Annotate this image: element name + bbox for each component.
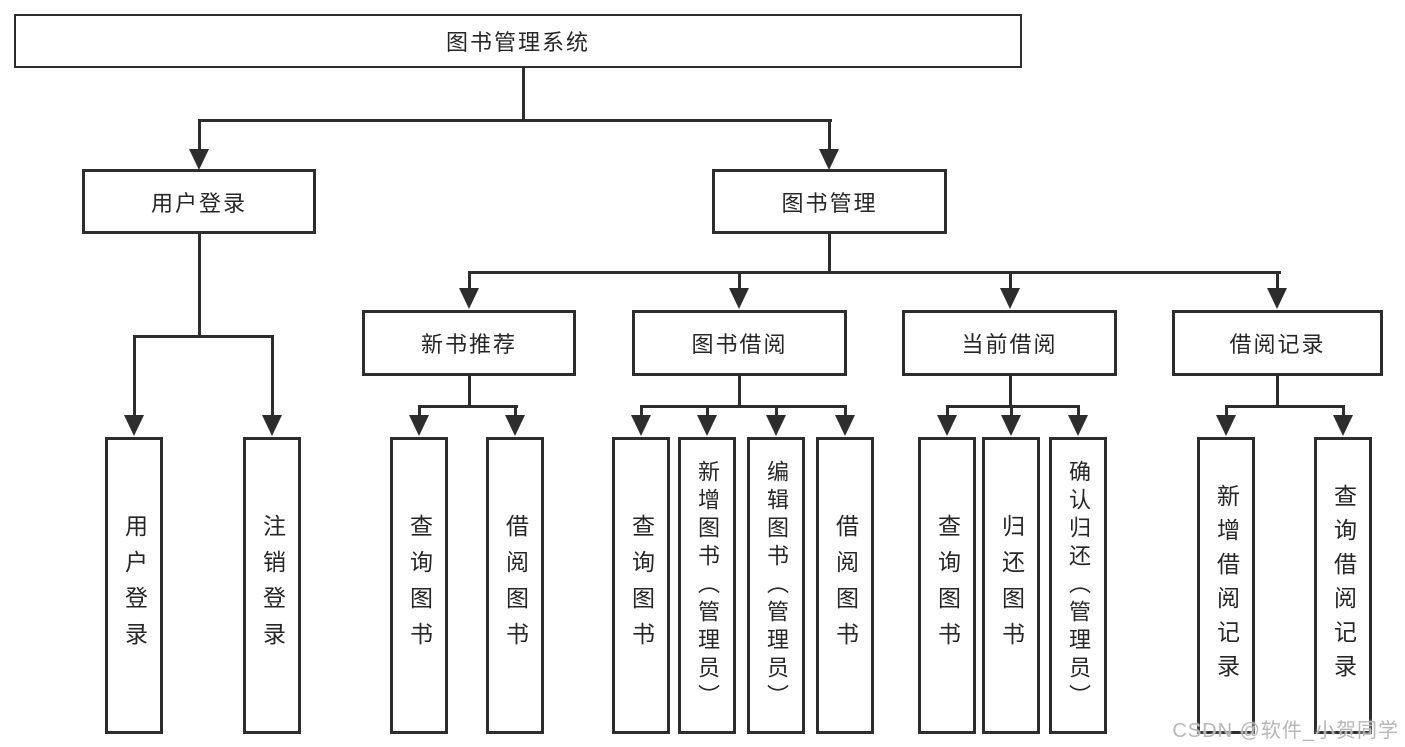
- arrowhead-down-icon: [505, 415, 525, 436]
- node-book-borrow: 图书借阅: [632, 310, 847, 376]
- connector-line: [828, 233, 831, 274]
- connector-line: [844, 405, 847, 418]
- connector-line: [198, 119, 201, 152]
- connector-line: [468, 271, 471, 290]
- connector-line: [775, 405, 778, 418]
- arrowhead-down-icon: [835, 415, 855, 436]
- connector-line: [1225, 405, 1228, 418]
- arrowhead-down-icon: [189, 149, 209, 170]
- node-bb-borrow-book: 借阅图书: [816, 437, 874, 734]
- node-label: 图书借阅: [691, 332, 788, 357]
- node-label: 查询图书: [406, 513, 433, 658]
- connector-line: [1276, 271, 1279, 290]
- node-new-book-recommend: 新书推荐: [362, 310, 576, 376]
- arrowhead-down-icon: [631, 415, 651, 436]
- node-rec-query-book: 查询图书: [390, 437, 448, 734]
- connector-line: [418, 405, 421, 418]
- node-label: 查询借阅记录: [1330, 483, 1357, 688]
- arrowhead-down-icon: [124, 415, 144, 436]
- connector-line: [738, 271, 741, 290]
- csdn-watermark: CSDN @软件_小贺同学: [1172, 720, 1399, 742]
- node-label: 用户登录: [121, 513, 148, 658]
- node-library-system: 图书管理系统: [14, 14, 1022, 68]
- arrowhead-down-icon: [409, 415, 429, 436]
- connector-line: [1077, 405, 1080, 418]
- connector-line: [468, 375, 471, 408]
- connector-line: [828, 119, 831, 152]
- node-bb-edit-book-admin: 编辑图书（管理员）: [747, 437, 805, 734]
- node-label: 借阅记录: [1229, 332, 1326, 357]
- connector-line: [946, 405, 949, 418]
- node-bb-add-book-admin: 新增图书（管理员）: [678, 437, 736, 734]
- arrowhead-down-icon: [1216, 415, 1236, 436]
- connector-line: [418, 405, 518, 408]
- arrowhead-down-icon: [459, 288, 479, 309]
- node-cb-confirm-return-admin: 确认归还（管理员）: [1049, 437, 1107, 734]
- arrowhead-down-icon: [1333, 415, 1353, 436]
- node-cb-return-book: 归还图书: [982, 437, 1040, 734]
- arrowhead-down-icon: [1000, 288, 1020, 309]
- node-br-add-record: 新增借阅记录: [1197, 437, 1255, 734]
- node-rec-borrow-book: 借阅图书: [486, 437, 544, 734]
- arrowhead-down-icon: [1068, 415, 1088, 436]
- arrowhead-down-icon: [819, 149, 839, 170]
- arrowhead-down-icon: [766, 415, 786, 436]
- node-label: 新增借阅记录: [1213, 483, 1240, 688]
- node-label: 新增图书（管理员）: [695, 459, 720, 712]
- connector-line: [738, 375, 741, 408]
- connector-line: [133, 335, 274, 338]
- connector-line: [522, 68, 525, 122]
- connector-line: [1009, 375, 1012, 408]
- node-label: 新书推荐: [420, 332, 517, 357]
- node-br-query-record: 查询借阅记录: [1314, 437, 1372, 734]
- node-label: 借阅图书: [832, 513, 859, 658]
- arrowhead-down-icon: [937, 415, 957, 436]
- arrowhead-down-icon: [1001, 415, 1021, 436]
- node-label: 图书管理: [781, 190, 878, 216]
- node-label: 注销登录: [259, 513, 286, 658]
- connector-line: [1276, 375, 1279, 408]
- connector-line: [706, 405, 709, 418]
- node-label: 归还图书: [998, 513, 1025, 658]
- node-label: 确认归还（管理员）: [1066, 459, 1091, 712]
- connector-line: [1342, 405, 1345, 418]
- node-borrow-records: 借阅记录: [1172, 310, 1383, 376]
- node-book-management: 图书管理: [712, 169, 947, 234]
- arrowhead-down-icon: [1267, 288, 1287, 309]
- node-current-borrow: 当前借阅: [902, 310, 1117, 376]
- connector-line: [640, 405, 643, 418]
- arrowhead-down-icon: [729, 288, 749, 309]
- connector-line: [1225, 405, 1344, 408]
- connector-line: [640, 405, 846, 408]
- node-label: 用户登录: [150, 190, 247, 216]
- node-bb-query-book: 查询图书: [612, 437, 670, 734]
- node-label: 当前借阅: [961, 332, 1058, 357]
- node-label: 查询图书: [934, 513, 961, 658]
- node-leaf-logout: 注销登录: [243, 437, 301, 734]
- connector-line: [468, 271, 1281, 274]
- connector-line: [514, 405, 517, 418]
- connector-line: [271, 335, 274, 417]
- node-label: 图书管理系统: [445, 30, 590, 55]
- connector-line: [1010, 405, 1013, 418]
- node-user-login: 用户登录: [82, 169, 316, 234]
- node-cb-query-book: 查询图书: [918, 437, 976, 734]
- node-leaf-user-login: 用户登录: [105, 437, 163, 734]
- node-label: 查询图书: [628, 513, 655, 658]
- connector-line: [1009, 271, 1012, 290]
- arrowhead-down-icon: [697, 415, 717, 436]
- connector-line: [133, 335, 136, 417]
- connector-line: [198, 233, 201, 337]
- node-label: 借阅图书: [502, 513, 529, 658]
- connector-line: [198, 119, 832, 122]
- arrowhead-down-icon: [262, 415, 282, 436]
- node-label: 编辑图书（管理员）: [764, 459, 789, 712]
